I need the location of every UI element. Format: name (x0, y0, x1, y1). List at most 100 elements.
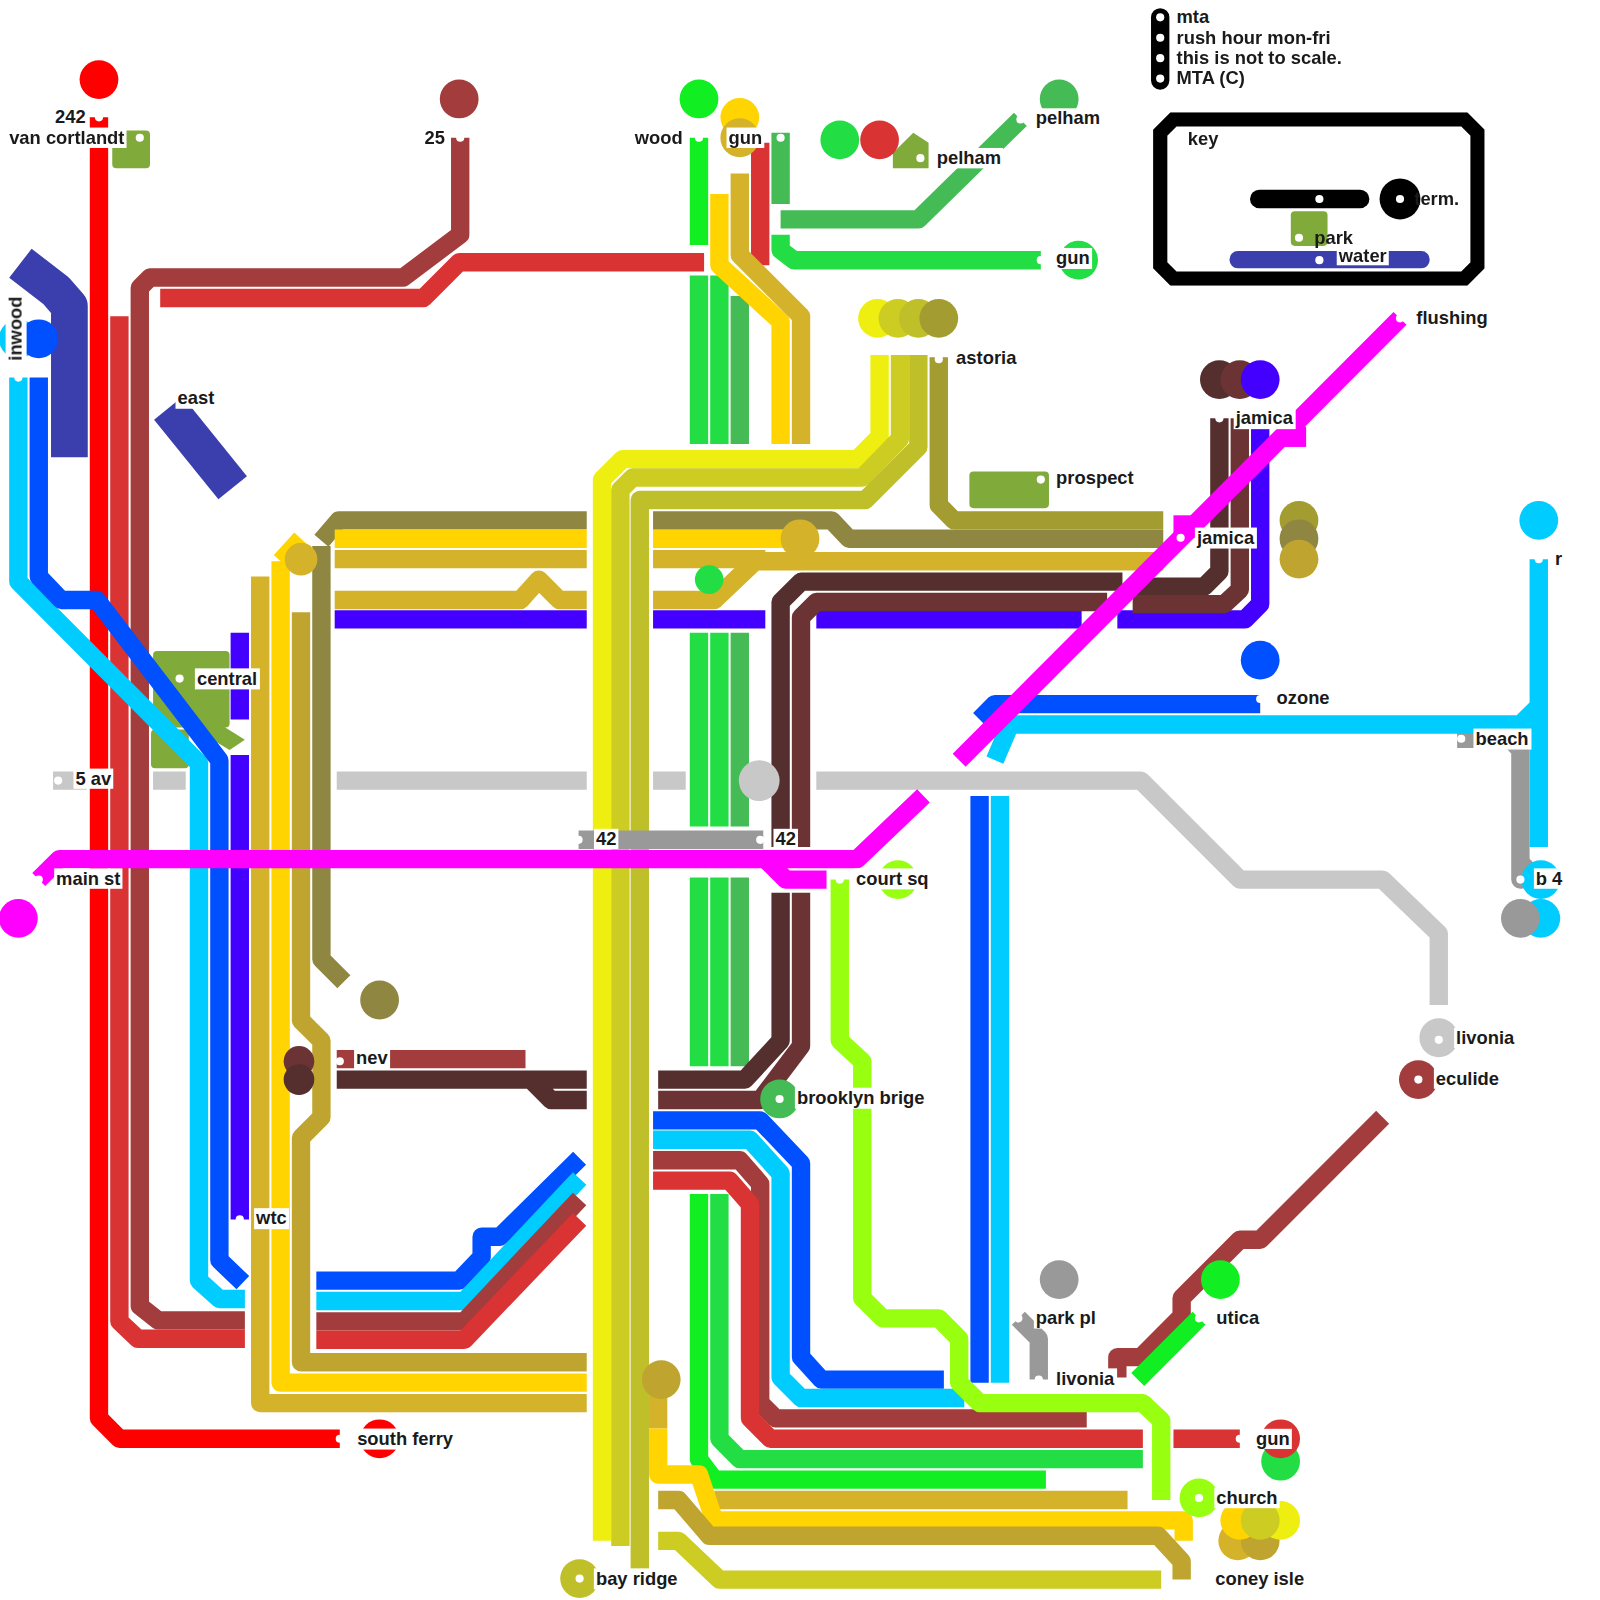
station-label: gun (1254, 1429, 1292, 1449)
terminal-circle (1180, 1479, 1219, 1518)
station-label: this is not to scale. (1174, 48, 1343, 68)
station-label: 25 (422, 128, 447, 148)
station-label: b 4 (1534, 868, 1565, 888)
station-dot (1037, 476, 1045, 484)
subway-line (316, 1219, 579, 1339)
subway-line (1457, 739, 1536, 880)
station-dot (1295, 234, 1303, 242)
subway-line (658, 1388, 1127, 1500)
station-dot (576, 1574, 584, 1582)
terminal-circle (860, 120, 899, 159)
terminal-circle (284, 1064, 315, 1095)
station-label: wood (633, 128, 685, 148)
station-dot (14, 373, 22, 381)
legend-text: park (1314, 228, 1353, 248)
note-marker (1156, 54, 1164, 62)
flushing-line (39, 796, 924, 880)
terminal-circle (919, 299, 958, 338)
legend-swatch (1230, 251, 1430, 268)
flushing-line (39, 318, 1400, 879)
subway-line (719, 194, 780, 444)
subway-line (301, 612, 587, 1362)
station-label: flushing (1414, 308, 1490, 328)
terminal-circle (285, 543, 318, 576)
station-label: prospect (1054, 467, 1136, 487)
station-label: 42 (773, 829, 798, 849)
station-dot (156, 396, 164, 404)
subway-line (231, 633, 249, 1220)
station-label: pelham (935, 148, 1003, 168)
station-dot (14, 113, 1543, 1583)
subway-line (719, 1194, 1142, 1459)
station-label: bay ridge (594, 1568, 680, 1588)
station-label: livonia (1054, 1368, 1116, 1388)
station-label: rush hour mon-fri (1174, 28, 1332, 48)
station-label: 42 (594, 829, 619, 849)
station-dot (1516, 876, 1524, 884)
terminal-circle (0, 899, 38, 938)
station-label: south ferry (355, 1429, 455, 1449)
subway-line (781, 235, 1041, 261)
subway-line (781, 119, 1021, 219)
station-dot (1256, 695, 1264, 703)
terminal-circle (1040, 1260, 1079, 1299)
station-dot (1315, 256, 1323, 264)
station-label: van cortlandt (7, 128, 126, 148)
station-label: utica (1214, 1308, 1261, 1328)
subway-line (18, 378, 245, 1299)
station-label: pelham (1034, 108, 1102, 128)
station-dot (1176, 135, 1184, 143)
station-dot (176, 674, 184, 682)
station-label: wtc (254, 1208, 289, 1228)
station-dot (1177, 534, 1185, 542)
station-dot (1195, 1494, 1203, 1502)
station-dot (1215, 414, 1223, 422)
station-label: church (1214, 1488, 1279, 1508)
station-dot (935, 355, 943, 363)
terminal-circle (1241, 641, 1280, 680)
subway-line (1138, 1318, 1199, 1379)
station-label: jamica (1195, 528, 1256, 548)
station-dot (1035, 1376, 1043, 1384)
station-label: eculide (1434, 1068, 1501, 1088)
station-dot (1037, 256, 1045, 264)
note-marker (1156, 13, 1164, 21)
legend-text: term. (1414, 189, 1459, 209)
terminal-circle (760, 1080, 799, 1119)
flushing-line (1173, 515, 1195, 537)
terminal-circle (642, 1360, 681, 1399)
station-label: astoria (954, 348, 1018, 368)
station-label: park pl (1034, 1308, 1098, 1328)
terminal-circle (1519, 501, 1558, 540)
station-label: nev (354, 1048, 390, 1068)
station-dot (1014, 1314, 1022, 1322)
subway-line (658, 1500, 1181, 1580)
flushing-line (1281, 427, 1307, 447)
subway-line (731, 296, 749, 1066)
station-symbol (1250, 190, 1369, 208)
terminal-symbol (1380, 179, 1421, 220)
subway-line (980, 704, 1261, 1383)
station-dot (236, 1215, 244, 1223)
legend-border (1160, 119, 1477, 278)
station-dot (1195, 1576, 1203, 1584)
terminal-circle (1501, 899, 1540, 938)
subway-line (39, 378, 243, 1283)
subway-line (995, 559, 1539, 1382)
subway-line (939, 357, 1163, 520)
station-dot (1396, 314, 1404, 322)
station-label: court sq (854, 868, 931, 888)
subway-line (840, 880, 1161, 1500)
station-dot (777, 134, 785, 142)
station-label: 5 av (73, 768, 113, 788)
station-dot (1016, 115, 1024, 123)
terminal-circle (360, 981, 399, 1020)
station-dot (776, 1095, 784, 1103)
legend-box: keyterm.parkwater (1153, 112, 1485, 285)
terminal-circle (680, 80, 719, 119)
station-label: inwood (5, 294, 25, 362)
water-area (168, 408, 232, 488)
station-dot (95, 113, 103, 121)
station-label: east (176, 388, 217, 408)
